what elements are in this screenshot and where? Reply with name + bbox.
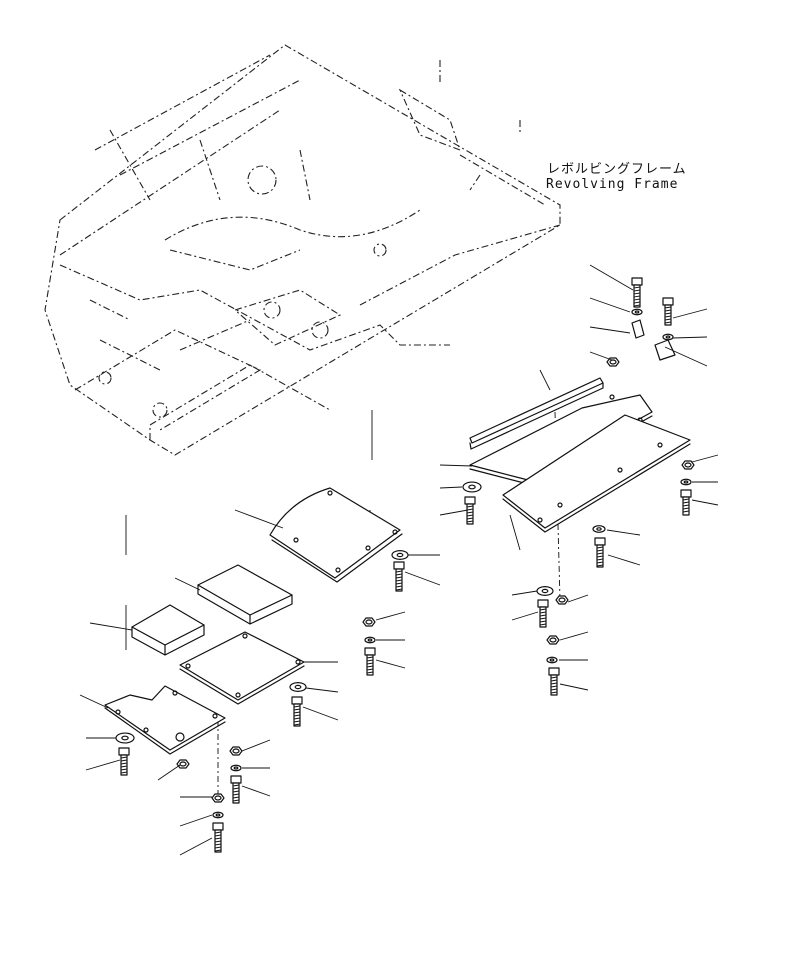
frame-label-japanese: レボルビングフレーム xyxy=(547,162,687,177)
leader-line xyxy=(85,759,121,771)
leader-line xyxy=(607,554,641,566)
fastener-set xyxy=(115,277,695,853)
insulation-pad-lower xyxy=(131,604,205,656)
leader-line xyxy=(241,785,271,797)
bolt xyxy=(364,647,376,676)
leader-line xyxy=(511,590,538,596)
leader-line xyxy=(559,683,589,691)
leader-line xyxy=(691,499,719,506)
bolt xyxy=(118,747,130,776)
leader-line xyxy=(567,594,589,603)
revolving-frame xyxy=(44,44,561,456)
leader-line xyxy=(589,264,634,291)
leader-line xyxy=(79,694,109,709)
leader-line xyxy=(404,571,441,586)
nut xyxy=(211,793,225,803)
seal-strip xyxy=(469,377,604,450)
nut xyxy=(681,460,695,470)
bolt xyxy=(464,496,476,525)
bolt xyxy=(291,696,303,727)
washer xyxy=(462,481,482,493)
nut xyxy=(362,617,376,627)
leader-line xyxy=(174,577,201,591)
bolt xyxy=(537,599,549,628)
washer xyxy=(115,732,135,744)
cover-plate-middle xyxy=(179,631,305,705)
leader-line xyxy=(439,464,473,467)
washer xyxy=(364,636,376,644)
leader-line xyxy=(234,509,284,529)
bolt xyxy=(680,489,692,516)
insulation-pad-upper xyxy=(197,564,293,625)
cover-plate-lower xyxy=(104,685,226,755)
leader-line xyxy=(691,454,719,463)
leader-line xyxy=(664,346,708,367)
bolt xyxy=(393,561,405,592)
bolt xyxy=(594,537,606,568)
leader-line xyxy=(179,814,213,827)
washer xyxy=(662,333,674,341)
leader-line xyxy=(302,706,339,721)
leader-line xyxy=(672,308,708,319)
leader-line xyxy=(589,326,631,334)
bolt xyxy=(662,297,674,326)
nut xyxy=(229,746,243,756)
leader-line xyxy=(375,611,406,621)
bolt xyxy=(548,667,560,696)
leader-line xyxy=(439,509,469,516)
bolt xyxy=(631,277,643,308)
bolt xyxy=(230,775,242,804)
nut xyxy=(546,635,560,645)
leader-line xyxy=(511,611,539,621)
leader-line xyxy=(375,659,406,669)
leader-lines xyxy=(79,264,719,856)
washer xyxy=(230,764,242,772)
leader-line xyxy=(559,631,589,641)
nut xyxy=(176,759,190,769)
washer xyxy=(546,656,558,664)
leader-line xyxy=(509,514,521,551)
leader-line xyxy=(89,622,133,631)
leader-line xyxy=(589,351,613,361)
leader-line xyxy=(606,529,641,536)
cover-plate-right-lower xyxy=(502,414,691,533)
bolt xyxy=(212,822,224,853)
leader-line xyxy=(305,687,339,693)
leader-line xyxy=(539,369,551,391)
washer xyxy=(536,585,554,596)
washer xyxy=(592,525,606,533)
washer xyxy=(289,681,307,692)
bracket xyxy=(631,319,676,361)
washer xyxy=(391,549,409,560)
leader-line xyxy=(241,739,271,752)
nut xyxy=(606,357,620,367)
leader-line xyxy=(179,837,213,856)
leader-line xyxy=(439,486,463,489)
cover-plate-top xyxy=(269,487,403,583)
leader-line xyxy=(589,297,631,313)
leader-line xyxy=(157,764,181,781)
washer xyxy=(631,308,643,316)
frame-label-english: Revolving Frame xyxy=(546,177,678,192)
washer xyxy=(212,811,224,819)
leader-line xyxy=(672,336,708,339)
nut xyxy=(555,595,569,605)
washer xyxy=(680,478,692,486)
